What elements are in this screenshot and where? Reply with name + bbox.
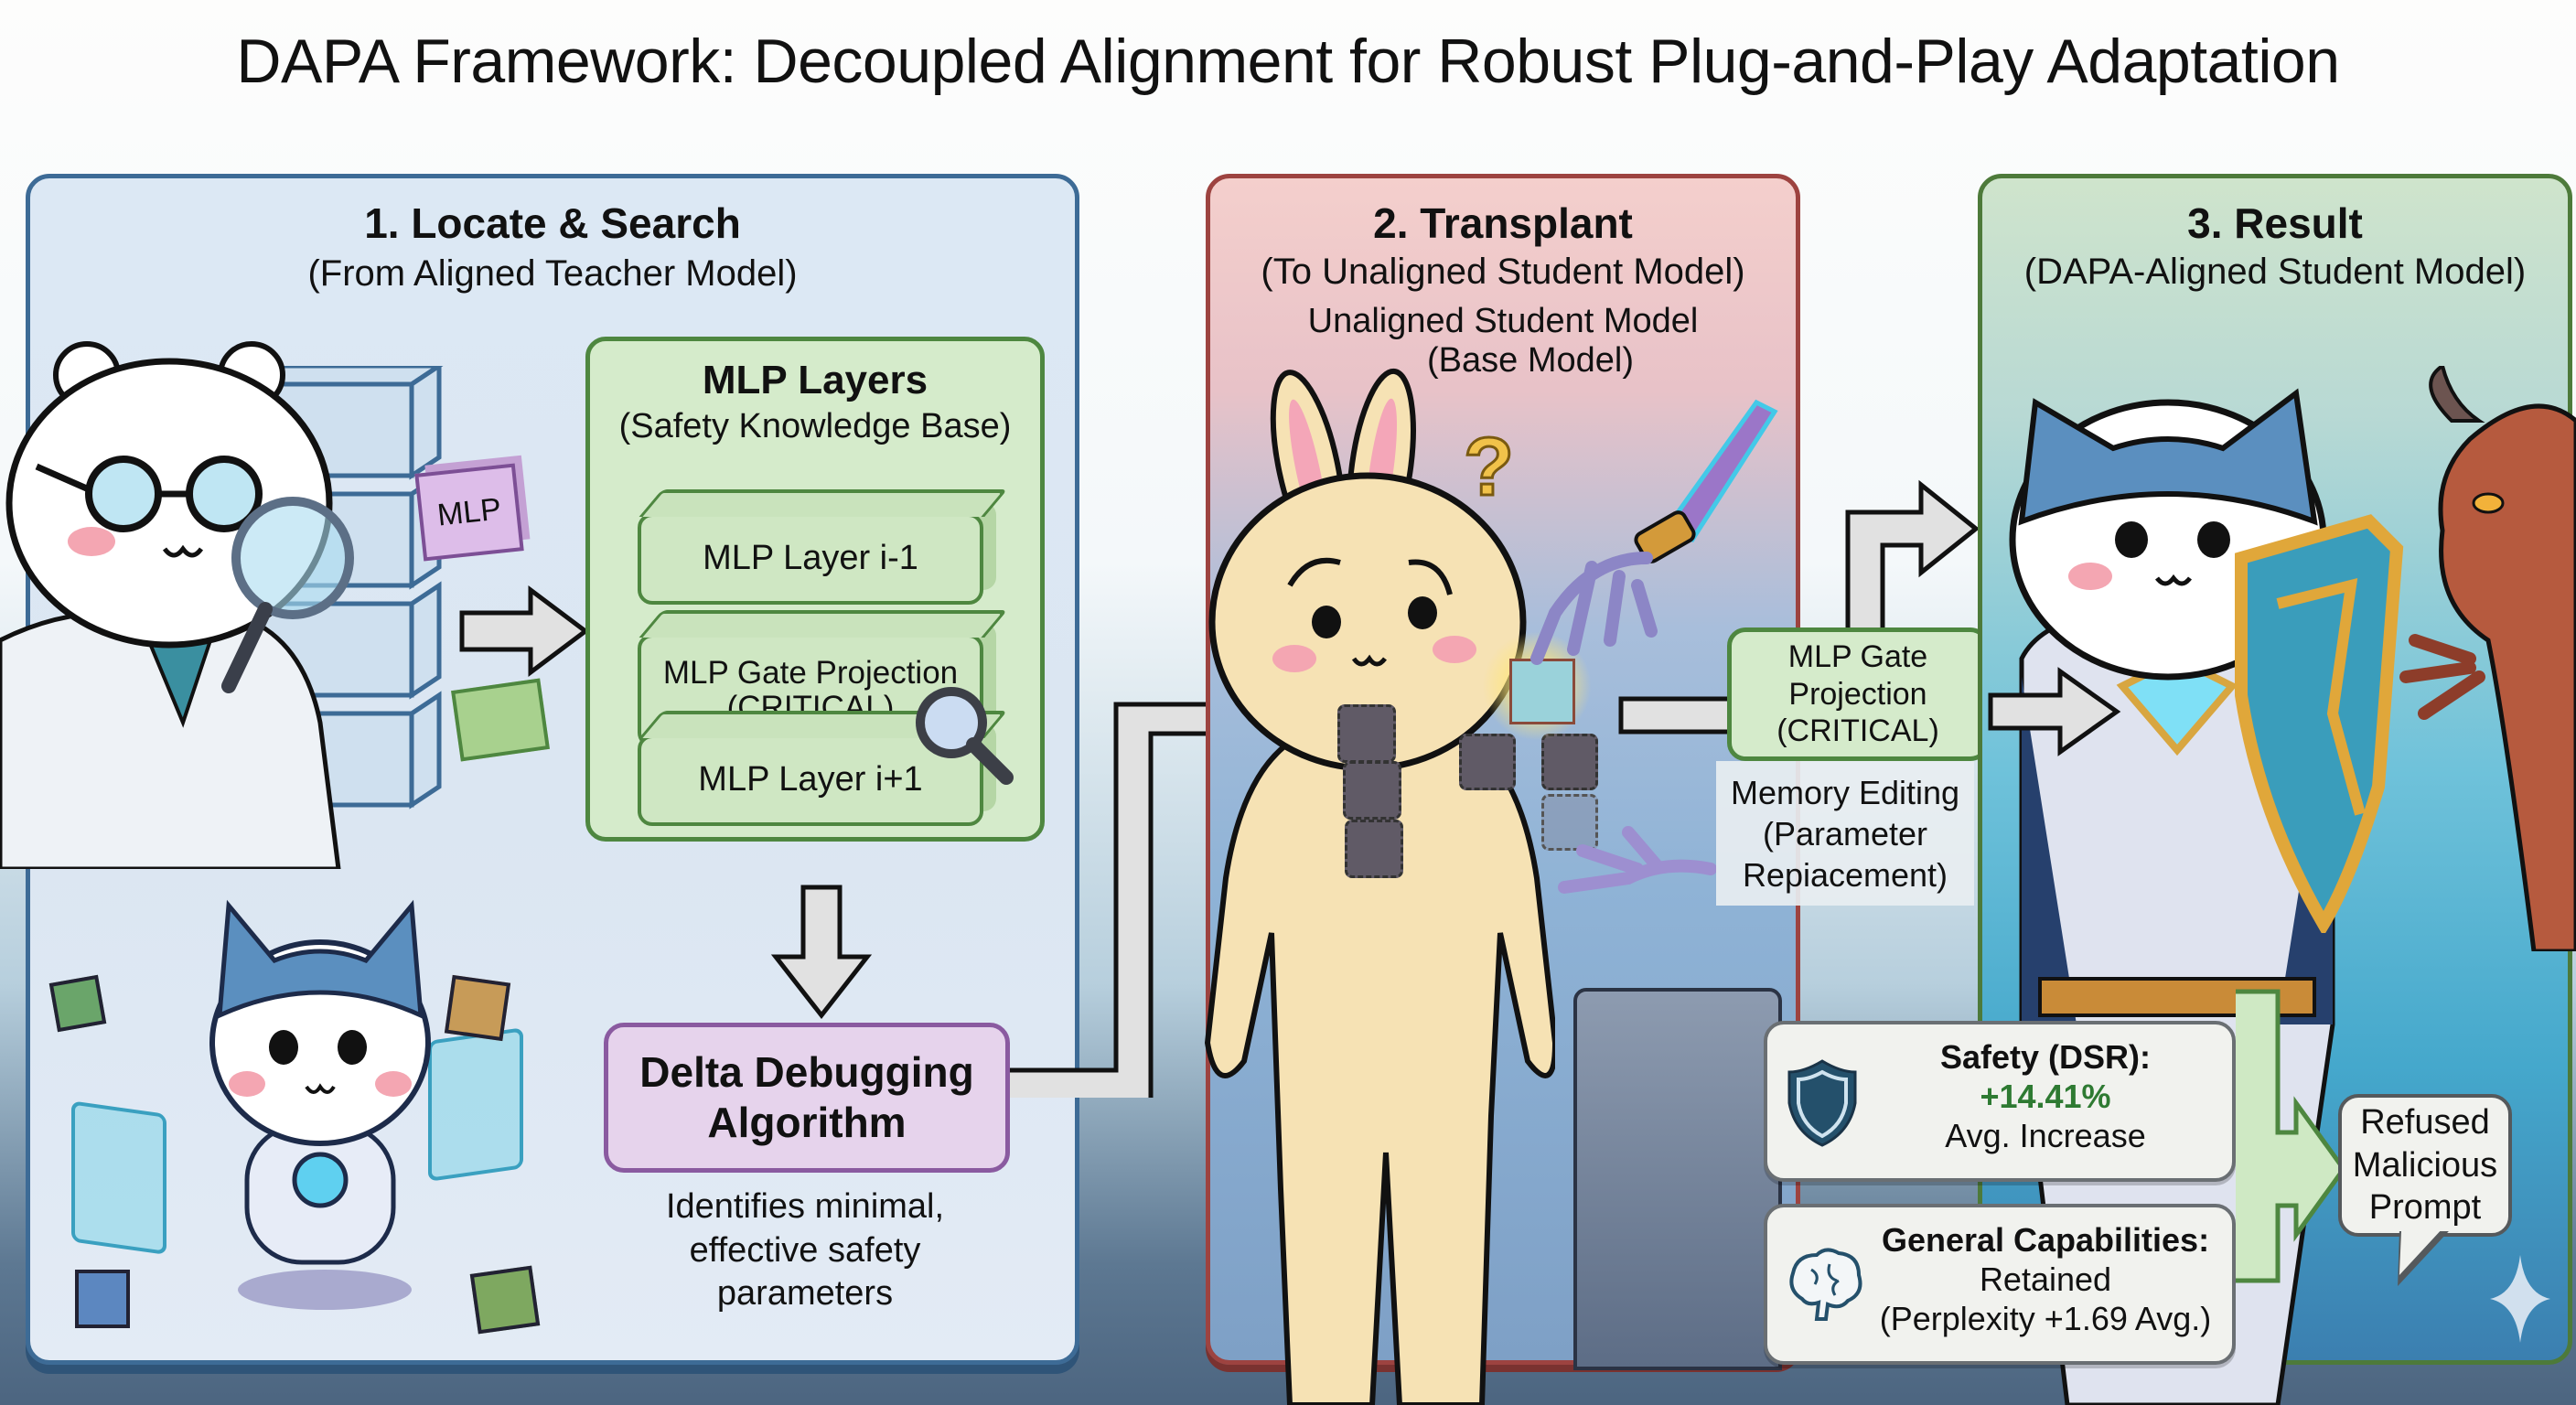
parameter-slot-filled (1343, 761, 1401, 820)
refused-prompt-bubble: Refused Malicious Prompt (2338, 1094, 2512, 1237)
delta-debugging-box: Delta Debugging Algorithm (604, 1023, 1010, 1173)
question-mark-icon: ? (1463, 421, 1516, 515)
bunny-student-illustration (1204, 368, 1555, 1405)
panel-locate-heading: 1. Locate & Search (From Aligned Teacher… (30, 198, 1075, 295)
parameter-cube-icon (75, 1270, 130, 1328)
arrow-right-icon (459, 585, 590, 677)
superhero-cat-illustration (2009, 388, 2335, 1405)
delta-debugging-description: Identifies minimal, effective safety par… (665, 1187, 945, 1313)
panel-locate-subtitle: (From Aligned Teacher Model) (307, 253, 798, 294)
bear-scientist-illustration (0, 341, 354, 869)
brain-icon (1789, 1248, 1862, 1321)
student-model-sublabel: (Base Model) (1427, 341, 1634, 380)
sparkle-icon (2490, 1255, 2550, 1343)
panel-result-subtitle: (DAPA-Aligned Student Model) (2023, 252, 2527, 292)
panel-result-heading: 3. Result (DAPA-Aligned Student Model) (1982, 198, 2568, 293)
green-parameter-block-icon (451, 678, 550, 762)
delta-debugging-title: Delta Debugging Algorithm (639, 1047, 974, 1146)
robotic-arm-icon (1530, 399, 1778, 665)
mlp-layer-next-label: MLP Layer i+1 (698, 760, 923, 799)
general-capabilities-stat-card: General Capabilities: Retained (Perplexi… (1764, 1204, 2236, 1365)
transplant-pedestal (1573, 988, 1782, 1370)
golden-shield-icon (2235, 514, 2404, 933)
student-model-label: Unaligned Student Model (1307, 302, 1699, 340)
general-capabilities-value: Retained (1979, 1260, 2112, 1299)
safety-stat-note: Avg. Increase (1945, 1117, 2146, 1155)
arrow-right-icon (1988, 667, 2121, 756)
panel-transplant-subtitle: (To Unaligned Student Model) (1261, 252, 1745, 292)
mlp-layer-prev: MLP Layer i-1 (638, 489, 1008, 605)
parameter-cube-icon (444, 974, 511, 1042)
panel-transplant-title: 2. Transplant (1373, 199, 1633, 247)
mlp-layers-box: MLP Layers (Safety Knowledge Base) MLP L… (585, 337, 1045, 842)
robotic-hand-icon (1558, 826, 1717, 894)
refused-prompt-text: Refused Malicious Prompt (2352, 1103, 2498, 1228)
parameter-cube-icon (48, 974, 107, 1033)
diagram-title: DAPA Framework: Decoupled Alignment for … (236, 27, 2340, 96)
mlp-layers-title: MLP Layers (702, 358, 928, 402)
parameter-slot-filled (1459, 734, 1516, 790)
safety-parameter-cube-icon (1509, 659, 1575, 724)
arrow-up-right-icon (1845, 479, 1980, 631)
parameter-cube-icon (469, 1265, 541, 1335)
safety-stat-card: Safety (DSR): +14.41% Avg. Increase (1764, 1021, 2236, 1182)
gate-projection-transfer-box: MLP Gate Projection (CRITICAL) (1727, 627, 1989, 761)
general-capabilities-note: (Perplexity +1.69 Avg.) (1879, 1300, 2212, 1338)
mlp-layers-subtitle: (Safety Knowledge Base) (618, 407, 1012, 445)
parameter-slot-empty (1541, 794, 1598, 851)
panel-transplant-heading: 2. Transplant (To Unaligned Student Mode… (1210, 198, 1796, 381)
devil-attacker-illustration (2399, 366, 2576, 951)
memory-editing-caption: Memory Editing (Parameter Repiacement) (1716, 761, 1974, 906)
mlp-layer-prev-label: MLP Layer i-1 (703, 539, 918, 578)
panel-locate-title: 1. Locate & Search (364, 199, 741, 247)
arrow-down-icon (770, 885, 873, 1020)
mlp-layer-next: MLP Layer i+1 (638, 711, 1008, 826)
result-arrow-icon (2236, 989, 2347, 1283)
magnifier-icon (916, 687, 1014, 785)
memory-editing-text: Memory Editing (Parameter Repiacement) (1730, 773, 1960, 894)
safety-stat-value: +14.41% (1980, 1078, 2111, 1116)
general-capabilities-title: General Capabilities: (1881, 1221, 2210, 1259)
safety-stat-title: Safety (DSR): (1939, 1038, 2152, 1076)
gate-input-connector (1618, 696, 1736, 735)
parameter-slot-filled (1541, 734, 1598, 790)
robot-cat-illustration (71, 899, 523, 1310)
mlp-block-badge: MLP (414, 463, 524, 562)
panel-result-title: 3. Result (2187, 199, 2363, 247)
parameter-slot-filled (1345, 820, 1403, 878)
gate-projection-transfer-label: MLP Gate Projection (CRITICAL) (1776, 638, 1939, 749)
shield-icon (1787, 1059, 1857, 1147)
parameter-slot-filled (1337, 704, 1396, 763)
